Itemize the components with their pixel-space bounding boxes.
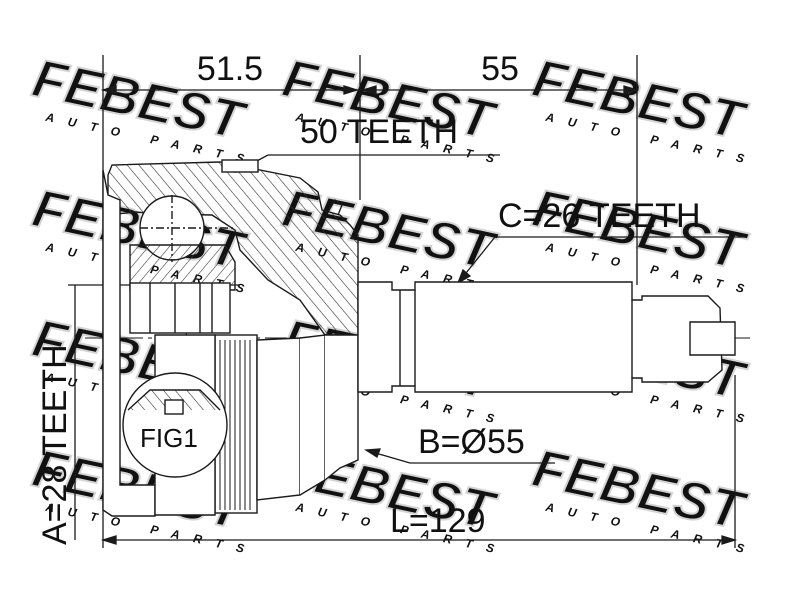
teeth-marker	[221, 159, 259, 173]
watermark-logo: FEBEST AUTO PARTS	[527, 47, 760, 169]
dimension-labels: 51.5 55 50 TEETH C=26 TEETH B=Ø55 L=129 …	[36, 50, 701, 545]
dimension-length-l: L=129	[390, 502, 486, 540]
c-leader	[461, 236, 496, 279]
housing-clip	[327, 198, 343, 216]
dimension-width-left: 51.5	[197, 50, 263, 88]
dimension-width-right: 55	[481, 50, 519, 88]
dimension-spline-c: C=26 TEETH	[498, 197, 701, 235]
dimension-diameter-b: B=Ø55	[418, 423, 525, 461]
arrowhead	[623, 85, 640, 95]
figure-label: FIG1	[140, 423, 198, 453]
arrowhead	[721, 535, 738, 545]
dimension-spline-a: A=28 TEETH	[36, 344, 74, 545]
arrowhead	[363, 448, 381, 458]
dimension-outer-teeth: 50 TEETH	[300, 113, 458, 151]
inner-race-body	[129, 282, 231, 334]
arrowhead	[100, 85, 117, 95]
output-shaft	[357, 281, 723, 393]
arrowhead	[360, 85, 377, 95]
cv-joint-drawing	[102, 159, 736, 517]
shaft-end	[689, 321, 736, 356]
arrowhead	[456, 268, 472, 285]
housing-lower-step	[299, 334, 326, 496]
arrowhead	[100, 535, 117, 545]
arrowhead	[343, 85, 360, 95]
fig1-notch	[164, 399, 184, 415]
housing-lower-right	[256, 337, 301, 501]
housing-neck-lower	[324, 334, 359, 481]
